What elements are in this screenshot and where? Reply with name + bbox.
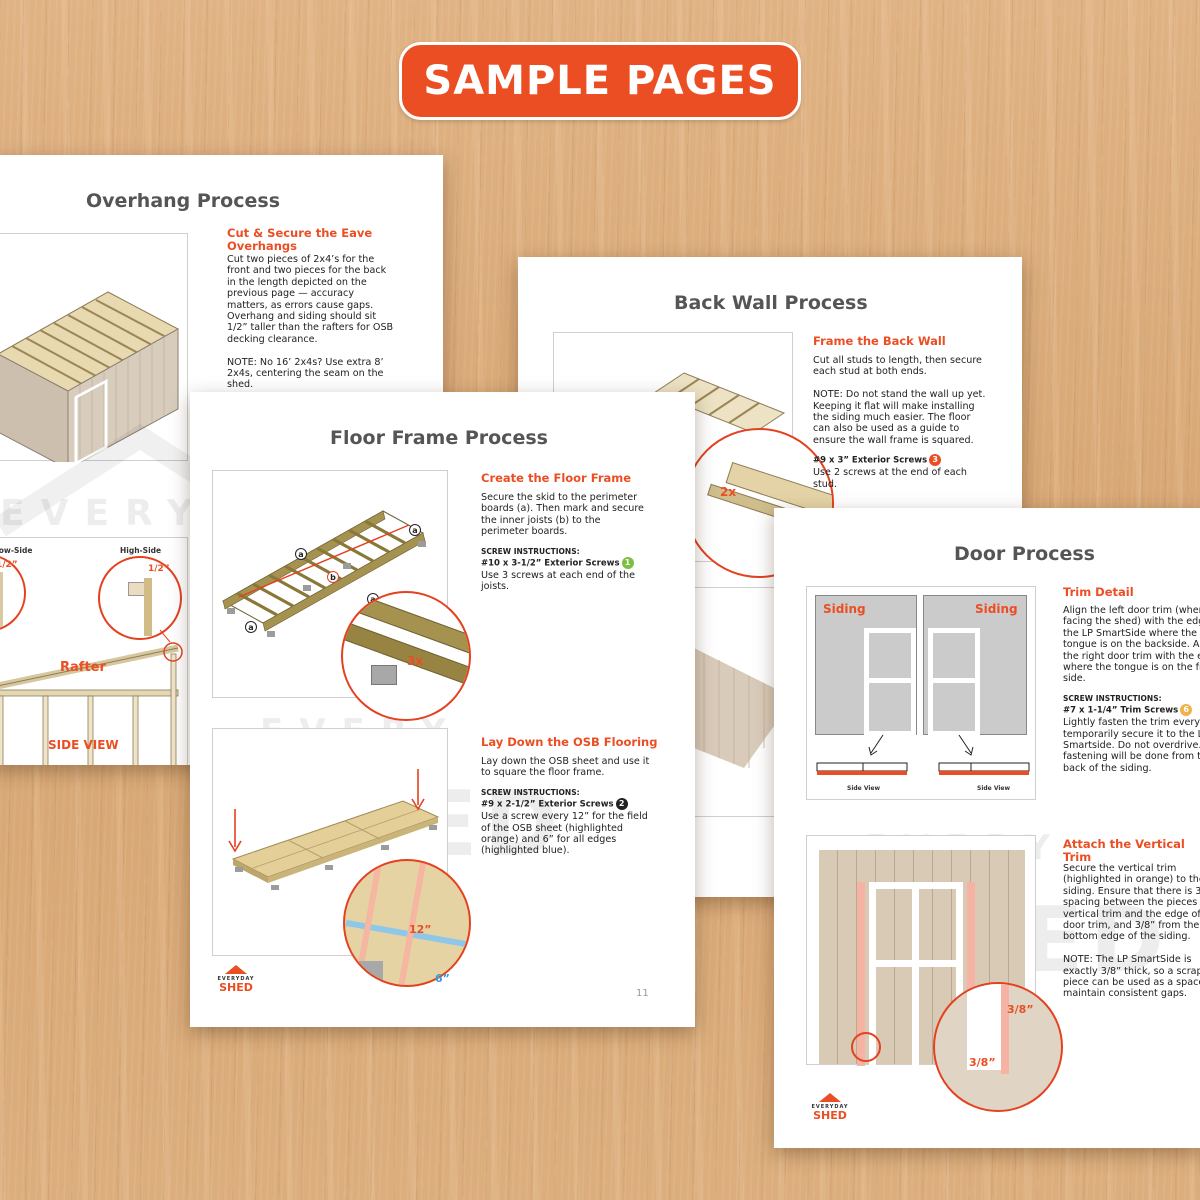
trim-gap-small-circle bbox=[851, 1032, 881, 1062]
gap-dimension-b: 3/8” bbox=[969, 1056, 996, 1069]
back-wall-page-title: Back Wall Process bbox=[674, 292, 868, 314]
siding-right-label: Siding bbox=[975, 602, 1018, 616]
high-side-label: High-Side bbox=[120, 546, 162, 555]
door-sec1-title: Trim Detail bbox=[1063, 585, 1134, 599]
overhang-side-figure: Low-Side 1/2” High-Side 1/2” Rafter SIDE… bbox=[0, 537, 188, 765]
vertical-trim-figure: 3/8” 3/8” bbox=[806, 835, 1063, 1112]
floor-frame-drawing bbox=[221, 510, 426, 637]
low-side-half-label: 1/2” bbox=[0, 560, 18, 570]
floor-page-number: 11 bbox=[636, 988, 649, 999]
floor-frame-detail-circle bbox=[341, 591, 471, 721]
logo-shed: SHED bbox=[219, 981, 253, 994]
door-sec2-text: Secure the vertical trim (highlighted in… bbox=[1063, 863, 1200, 943]
everyday-shed-logo-door: EVERYDAY SHED bbox=[808, 1093, 852, 1133]
shed-illustration bbox=[0, 291, 180, 462]
side-view-label: SIDE VIEW bbox=[48, 738, 119, 752]
label-a-left-top: a bbox=[295, 548, 307, 560]
floor-frame-figure: a a b a a 3x bbox=[212, 470, 471, 721]
back-wall-body-text: Cut all studs to length, then secure eac… bbox=[813, 355, 982, 378]
floor-sec2-body: Lay down the OSB sheet and use it to squ… bbox=[481, 756, 651, 857]
siding-panel-right bbox=[923, 595, 1027, 736]
back-wall-frame-drawing bbox=[652, 372, 786, 434]
door-sec2-title: Attach the Vertical Trim bbox=[1063, 837, 1185, 864]
rafter-label: Rafter bbox=[60, 660, 106, 675]
vertical-trim-left bbox=[857, 882, 865, 1066]
back-wall-screw-text: #9 x 3” Exterior Screws bbox=[813, 455, 928, 466]
watermark-every: EVERY bbox=[0, 493, 209, 534]
door-sec1-body: Align the left door trim (when facing th… bbox=[1063, 605, 1200, 774]
low-side-label: Low-Side bbox=[0, 546, 33, 555]
door-sec1-text: Align the left door trim (when facing th… bbox=[1063, 605, 1200, 685]
trim-gap-detail-circle bbox=[933, 982, 1063, 1112]
floor-sec1-text: Secure the skid to the perimeter boards … bbox=[481, 492, 644, 538]
door-screw-head: SCREW INSTRUCTIONS: bbox=[1063, 693, 1162, 703]
osb-detail-circle bbox=[343, 859, 471, 987]
high-side-detail-circle bbox=[98, 556, 182, 640]
overhang-body-text: Cut two pieces of 2x4’s for the front an… bbox=[227, 254, 394, 345]
sample-pages-banner: SAMPLE PAGES bbox=[399, 42, 801, 120]
overhang-shed-figure bbox=[0, 233, 188, 462]
back-wall-section-body: Cut all studs to length, then secure eac… bbox=[813, 355, 988, 490]
floor-sec1-screw-use: Use 3 screws at each end of the joists. bbox=[481, 569, 635, 593]
siding-left-label: Siding bbox=[823, 602, 866, 616]
logo-roof-icon bbox=[225, 965, 247, 974]
floor-page-title: Floor Frame Process bbox=[330, 427, 548, 449]
door-page-title: Door Process bbox=[954, 543, 1095, 565]
siding-panel-left bbox=[815, 595, 917, 736]
screw-badge-2: 2 bbox=[615, 798, 628, 811]
logo-everyday: EVERYDAY bbox=[217, 976, 255, 982]
floor-sec1-body: Secure the skid to the perimeter boards … bbox=[481, 492, 651, 593]
overhang-note-text: NOTE: No 16’ 2x4s? Use extra 8’ 2x4s, ce… bbox=[227, 356, 384, 391]
overhang-section-title: Cut & Secure the Eave Overhangs bbox=[227, 226, 373, 253]
overhang-page-title: Overhang Process bbox=[86, 190, 280, 212]
logo-roof-icon-door bbox=[819, 1093, 841, 1102]
label-a-top: a bbox=[409, 524, 421, 536]
trim-detail-figure: Siding Siding Side View Side View bbox=[806, 586, 1036, 800]
floor-sec1-screw-text: #10 x 3-1/2” Exterior Screws bbox=[481, 558, 620, 569]
floor-sec2-screw-use: Use a screw every 12” for the field of t… bbox=[481, 811, 648, 857]
door-screw-text: #7 x 1-1/4” Trim Screws bbox=[1063, 705, 1179, 716]
vertical-trim-right bbox=[967, 882, 975, 1066]
everyday-shed-logo: EVERYDAY SHED bbox=[214, 965, 258, 1005]
floor-sec1-screw-head: SCREW INSTRUCTIONS: bbox=[481, 546, 580, 556]
floor-3x-callout: 3x bbox=[407, 654, 424, 668]
back-wall-section-title: Frame the Back Wall bbox=[813, 334, 946, 348]
label-a-bottom: a bbox=[245, 621, 257, 633]
screw-badge-3: 3 bbox=[929, 454, 942, 467]
door-sec2-body: Secure the vertical trim (highlighted in… bbox=[1063, 863, 1200, 1000]
osb-6-dimension: 6” bbox=[435, 972, 450, 985]
side-view-left-label: Side View bbox=[847, 785, 881, 792]
trim-side-view-drawing bbox=[816, 734, 1030, 775]
door-page: EVERY SHED Door Process Siding Siding Si… bbox=[774, 508, 1200, 1148]
floor-sec2-title: Lay Down the OSB Flooring bbox=[481, 735, 658, 749]
back-wall-siding-drawing bbox=[694, 648, 794, 768]
back-wall-screw-use: Use 2 screws at the end of each stud. bbox=[813, 467, 967, 490]
label-b: b bbox=[327, 571, 339, 583]
gap-dimension-a: 3/8” bbox=[1007, 1003, 1034, 1016]
screw-badge-1: 1 bbox=[621, 557, 634, 570]
osb-floor-figure: 12” 6” bbox=[212, 728, 471, 987]
logo-shed-door: SHED bbox=[813, 1109, 847, 1122]
osb-12-dimension: 12” bbox=[409, 923, 432, 936]
logo-everyday-door: EVERYDAY bbox=[811, 1104, 849, 1110]
door-screw-use: Lightly fasten the trim every 1’ to temp… bbox=[1063, 717, 1200, 774]
floor-frame-page: EVERY SHED Floor Frame Process a a b bbox=[190, 392, 695, 1027]
osb-floor-drawing bbox=[228, 769, 440, 890]
overhang-section-body: Cut two pieces of 2x4’s for the front an… bbox=[227, 254, 395, 391]
back-wall-2x-callout: 2x bbox=[720, 485, 737, 499]
screw-badge-6: 6 bbox=[1180, 704, 1193, 717]
side-view-right-label: Side View bbox=[977, 785, 1011, 792]
rafter-frame-drawing bbox=[0, 629, 183, 765]
floor-sec2-text: Lay down the OSB sheet and use it to squ… bbox=[481, 756, 650, 779]
floor-sec1-title: Create the Floor Frame bbox=[481, 471, 632, 485]
floor-sec2-screw-head: SCREW INSTRUCTIONS: bbox=[481, 787, 580, 797]
door-sec2-note: NOTE: The LP SmartSide is exactly 3/8” t… bbox=[1063, 954, 1200, 1000]
high-side-half-label: 1/2” bbox=[148, 564, 170, 574]
back-wall-note-text: NOTE: Do not stand the wall up yet. Keep… bbox=[813, 389, 986, 446]
floor-sec2-screw-text: #9 x 2-1/2” Exterior Screws bbox=[481, 799, 614, 810]
